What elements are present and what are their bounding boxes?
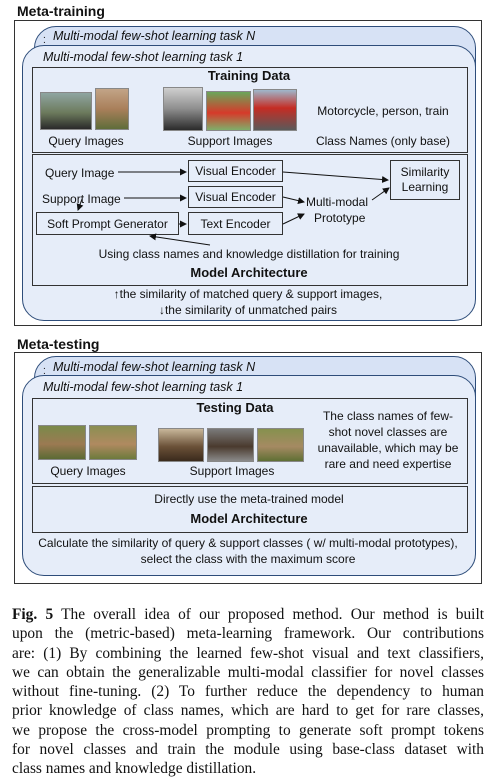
- caption-line3: are: (1) By combining the learned few-sh…: [12, 644, 484, 662]
- arrow-prototype-to-similarity: [371, 187, 390, 201]
- query-image-input: Query Image: [45, 166, 115, 180]
- test-support-images-label: Support Images: [189, 464, 275, 478]
- caption-line9: class names and knowledge distillation.: [12, 760, 257, 778]
- arrow-support-to-prompt: [76, 198, 84, 211]
- support-image-train: [253, 89, 297, 131]
- visual-encoder-support: Visual Encoder: [188, 186, 283, 208]
- calc-line1: Calculate the similarity of query & supp…: [38, 536, 458, 550]
- caption-line2: upon the (metric-based) meta-learning fr…: [12, 625, 484, 643]
- meta-training-title: Meta-training: [17, 3, 105, 19]
- test-model-architecture-title: Model Architecture: [190, 511, 308, 526]
- caption-line7: we propose the cross-model prompting to …: [12, 721, 484, 739]
- test-query-images-label: Query Images: [50, 464, 126, 478]
- support-image-person: [206, 91, 251, 131]
- support-image-marmot: [257, 428, 304, 462]
- task-1-label: Multi-modal few-shot learning task 1: [43, 50, 244, 64]
- meta-testing-title: Meta-testing: [17, 336, 100, 352]
- caption-line5: without fine-tuning. (2) To further redu…: [12, 683, 484, 701]
- support-image-motorcycle: [163, 87, 203, 131]
- text-encoder: Text Encoder: [188, 212, 283, 235]
- arrow-query-encoder-to-similarity: [282, 171, 389, 184]
- model-architecture-title: Model Architecture: [190, 265, 308, 280]
- similarity-line2: Learning: [401, 180, 449, 194]
- support-image-otter-1: [158, 428, 204, 462]
- arrow-visual-to-prototype: [282, 196, 305, 205]
- caption-label: Fig. 5: [12, 606, 54, 623]
- test-model-architecture-box: [32, 486, 468, 533]
- support-image-input: Support Image: [42, 192, 121, 206]
- class-names-value: Motorcycle, person, train: [317, 104, 449, 118]
- objective-line1: ↑the similarity of matched query & suppo…: [113, 287, 383, 301]
- training-note: Using class names and knowledge distilla…: [98, 247, 400, 261]
- figure-caption: Fig. 5 The overall idea of our proposed …: [12, 605, 484, 779]
- arrow-text-to-prototype: [282, 213, 305, 225]
- multimodal-prototype-line1: Multi-modal: [306, 195, 369, 209]
- caption-line1: Fig. 5 The overall idea of our proposed …: [12, 605, 484, 624]
- similarity-line1: Similarity: [400, 165, 450, 179]
- similarity-learning: Similarity Learning: [390, 160, 460, 200]
- query-images-label: Query Images: [48, 134, 124, 148]
- caption-line8: for novel classes and train the module u…: [12, 741, 484, 759]
- calc-line2: select the class with the maximum score: [140, 552, 356, 566]
- query-image-rodent: [89, 425, 137, 460]
- test-task-n-label: Multi-modal few-shot learning task N: [53, 360, 256, 374]
- novel-class-note-line3: unavailable, which may be: [317, 441, 459, 455]
- arrow-distill-feedback: [149, 233, 211, 246]
- query-image-motorcycle: [40, 92, 92, 130]
- testing-data-title: Testing Data: [196, 400, 274, 415]
- caption-line1-text: The overall idea of our proposed method.…: [61, 606, 485, 623]
- query-image-squirrel: [38, 425, 86, 460]
- caption-line6: prior knowledge of class names, which ar…: [12, 702, 484, 720]
- novel-class-note-line4: rare and need expertise: [324, 457, 452, 471]
- architecture-arrows: [76, 168, 390, 246]
- novel-class-note-line1: The class names of few-: [322, 409, 454, 423]
- soft-prompt-generator: Soft Prompt Generator: [36, 212, 179, 235]
- training-data-title: Training Data: [207, 68, 291, 83]
- query-image-person: [95, 88, 129, 130]
- support-images-label: Support Images: [187, 134, 273, 148]
- meta-trained-model-note: Directly use the meta-trained model: [154, 492, 344, 506]
- visual-encoder-query: Visual Encoder: [188, 160, 283, 182]
- task-n-label: Multi-modal few-shot learning task N: [53, 29, 256, 43]
- multimodal-prototype-line2: Prototype: [314, 211, 366, 225]
- test-task-1-label: Multi-modal few-shot learning task 1: [43, 380, 244, 394]
- novel-class-note-line2: shot novel classes are: [328, 425, 448, 439]
- caption-line4: we can obtain the generalizable multi-mo…: [12, 663, 484, 681]
- objective-line2: ↓the similarity of unmatched pairs: [158, 303, 338, 317]
- class-names-label: Class Names (only base): [315, 134, 451, 148]
- support-image-otter-2: [207, 428, 254, 462]
